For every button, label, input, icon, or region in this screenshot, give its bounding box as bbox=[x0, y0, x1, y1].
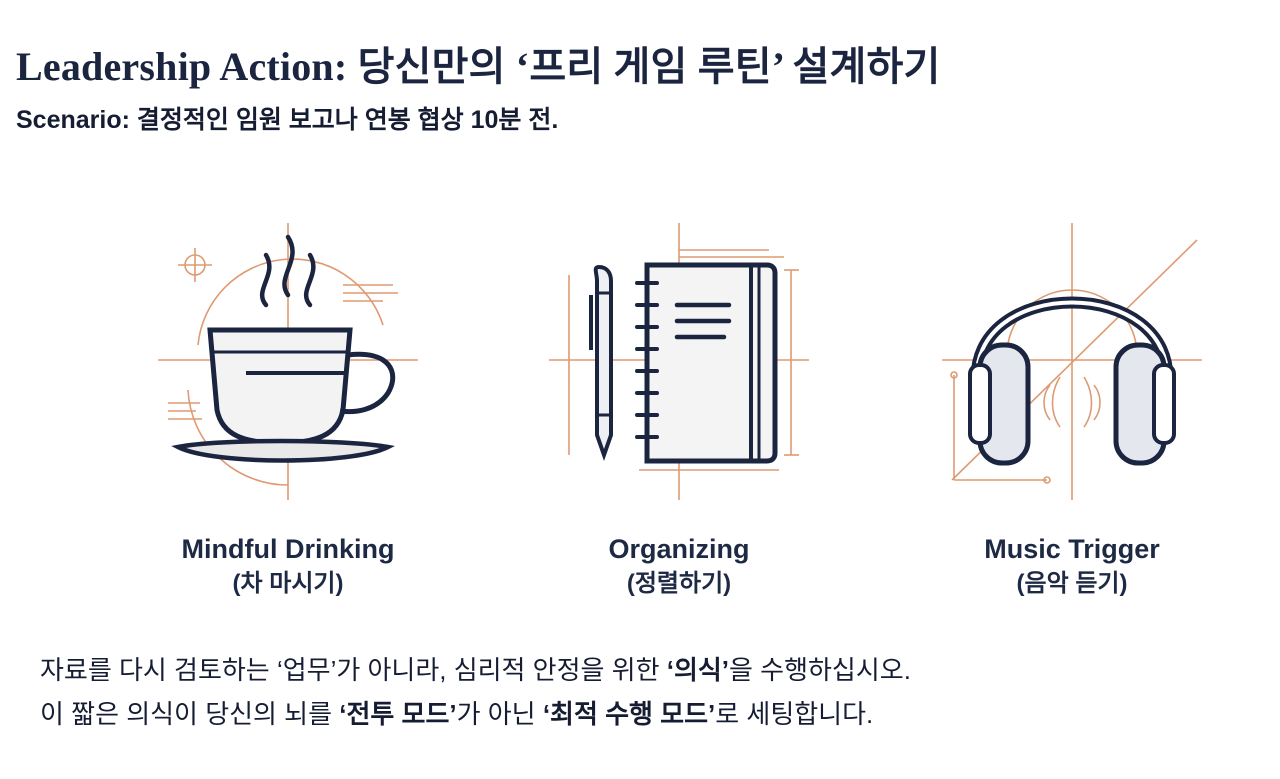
card-subtitle: (차 마시기) bbox=[232, 570, 344, 597]
card-title: Mindful Drinking bbox=[181, 534, 395, 564]
card-organizing: Organizing (정렬하기) bbox=[529, 215, 829, 601]
body-text: 자료를 다시 검토하는 ‘업무’가 아니라, 심리적 안정을 위한 ‘의식’을 … bbox=[40, 648, 1260, 736]
coffee-cup-icon bbox=[158, 223, 418, 500]
card-title: Organizing bbox=[608, 534, 750, 564]
notebook-pen-icon bbox=[549, 223, 809, 500]
card-subtitle: (음악 듣기) bbox=[1016, 570, 1128, 597]
headphones-icon bbox=[942, 223, 1202, 500]
card-subtitle: (정렬하기) bbox=[626, 570, 732, 597]
body-text-span: 가 아닌 bbox=[456, 699, 543, 729]
body-line-1: 자료를 다시 검토하는 ‘업무’가 아니라, 심리적 안정을 위한 ‘의식’을 … bbox=[40, 648, 1260, 692]
page-title: Leadership Action: 당신만의 ‘프리 게임 루틴’ 설계하기 bbox=[16, 44, 941, 89]
scenario-label: Scenario: bbox=[16, 106, 130, 134]
body-line-2: 이 짧은 의식이 당신의 뇌를 ‘전투 모드’가 아닌 ‘최적 수행 모드’로 … bbox=[40, 692, 1260, 736]
body-text-span: 자료를 다시 검토하는 ‘업무’가 아니라, 심리적 안정을 위한 bbox=[40, 655, 667, 685]
card-music-trigger: Music Trigger (음악 듣기) bbox=[922, 215, 1222, 601]
card-title: Music Trigger bbox=[984, 534, 1160, 564]
body-emphasis: ‘최적 수행 모드’ bbox=[542, 699, 716, 729]
body-text-span: 을 수행하십시오. bbox=[729, 655, 911, 685]
body-text-span: 이 짧은 의식이 당신의 뇌를 bbox=[40, 699, 340, 729]
card-mindful-drinking: Mindful Drinking (차 마시기) bbox=[138, 215, 438, 601]
body-emphasis: ‘전투 모드’ bbox=[339, 699, 457, 729]
scenario-text: 결정적인 임원 보고나 연봉 협상 10분 전. bbox=[129, 106, 559, 134]
body-emphasis: ‘의식’ bbox=[666, 655, 730, 685]
scenario-line: Scenario: 결정적인 임원 보고나 연봉 협상 10분 전. bbox=[16, 100, 558, 136]
body-text-span: 로 세팅합니다. bbox=[715, 699, 874, 729]
